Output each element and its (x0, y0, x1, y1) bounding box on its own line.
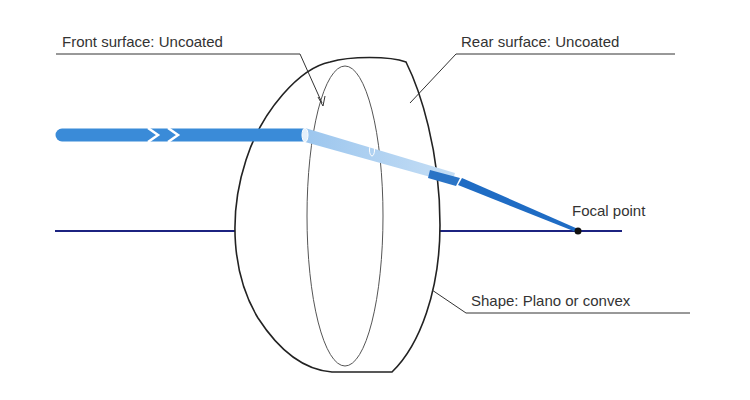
shape-leader (432, 290, 690, 313)
focal-point-dot (575, 228, 582, 235)
incoming-beam (62, 129, 305, 142)
lens-body (235, 58, 440, 373)
focused-beam (458, 178, 578, 232)
callout-label: Front surface: Uncoated (62, 33, 223, 51)
front-face (307, 66, 383, 366)
callout-label: Shape: Plano or convex (471, 292, 630, 310)
entry-spot (302, 128, 308, 142)
focal-tick (578, 222, 579, 228)
point-label: Focal point (572, 202, 645, 220)
rear-rim (392, 62, 406, 372)
beam-chevrons (148, 128, 178, 142)
rear-leader (410, 54, 675, 103)
exit-spot (370, 144, 375, 156)
callout-label: Rear surface: Uncoated (461, 33, 619, 51)
front-leader (56, 54, 322, 103)
beam-arrow (428, 170, 460, 186)
front-leader-head (318, 96, 325, 106)
